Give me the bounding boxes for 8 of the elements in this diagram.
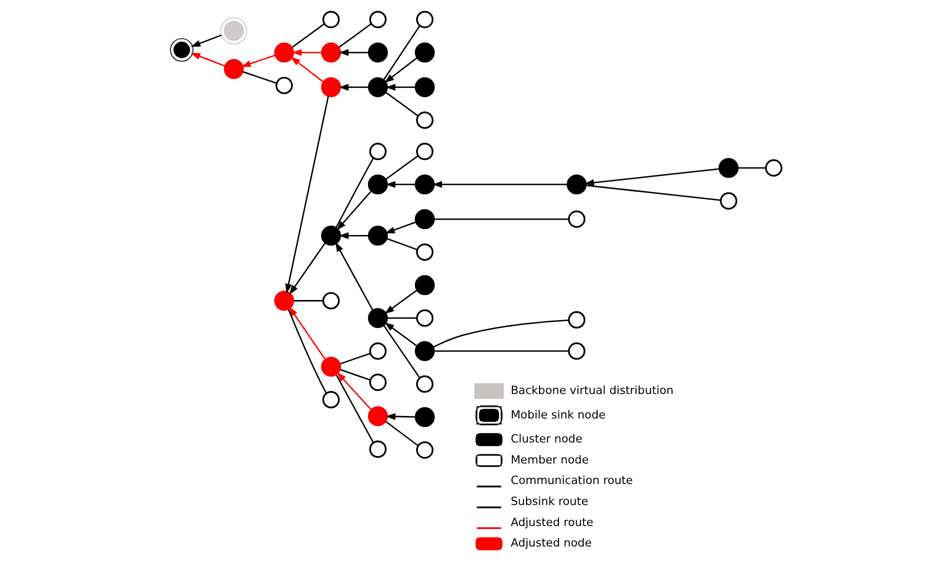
legend-label: Backbone virtual distribution bbox=[510, 384, 674, 397]
legend-label: Communication route bbox=[510, 474, 632, 488]
legend-label: Adjusted route bbox=[510, 516, 593, 529]
legend-label: Cluster node bbox=[510, 432, 582, 446]
legend-label: Mobile sink node bbox=[510, 408, 606, 422]
legend-label: Adjusted node bbox=[510, 536, 592, 550]
legend-label: Member node bbox=[510, 453, 588, 466]
legend-label: Subsink route bbox=[510, 495, 588, 508]
